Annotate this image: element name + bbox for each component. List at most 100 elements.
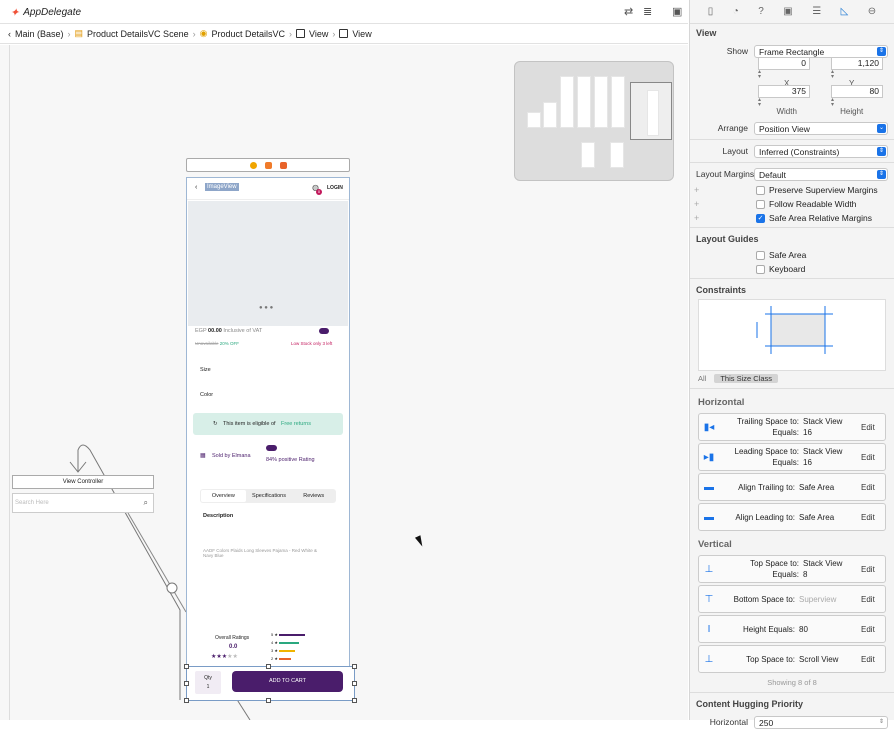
breadcrumb-vc[interactable]: Product DetailsVC [211,28,285,39]
exit-icon[interactable] [279,161,287,169]
layout-popup[interactable]: Inferred (Constraints)⇕ [754,144,888,158]
positive-rating: 84% positive Rating [266,457,315,463]
editor-topbar: ✦AppDelegate ⇄ ≣ ▣ [0,0,688,24]
view-icon [339,29,349,38]
login-link[interactable]: LOGIN [327,185,343,191]
image-slider[interactable]: ● ● ● [188,201,348,326]
tab-reviews[interactable]: Reviews [303,493,325,499]
height-stepper[interactable]: ▴▾ [831,97,835,109]
viewcontroller-icon[interactable] [249,161,257,169]
file-title[interactable]: ✦AppDelegate [10,7,82,19]
edit-button[interactable]: Edit [861,624,875,634]
top-space-icon: ⊥ [704,653,714,665]
height-field[interactable]: 80 [831,84,883,98]
edit-button[interactable]: Edit [861,422,875,432]
page-control[interactable]: ● ● ● [259,305,274,311]
margins-popup[interactable]: Default⇕ [754,167,888,181]
keyboard-guide-checkbox[interactable] [756,264,765,274]
bottom-space-icon: ⊤ [704,593,714,605]
variants-card: Size Color [193,357,343,409]
size-label: Size [200,367,211,373]
safe-area-guide-checkbox[interactable] [756,250,765,260]
edit-button[interactable]: Edit [861,654,875,664]
attributes-inspector-icon[interactable]: ☰ [812,6,822,17]
breadcrumb-view-2[interactable]: View [352,28,372,39]
breadcrumb-main[interactable]: Main (Base) [15,28,64,39]
connections-inspector-icon[interactable]: ⊖ [867,6,877,17]
tab-specifications[interactable]: Specifications [252,493,286,499]
scene-dock[interactable] [186,158,350,172]
size-inspector-icon[interactable]: ◺ [840,6,849,17]
align-trailing-icon: ▬ [704,481,714,493]
horizontal-header: Horizontal [698,397,745,408]
showing-count: Showing 8 of 8 [767,678,817,687]
width-stepper[interactable]: ▴▾ [758,97,762,109]
first-responder-icon[interactable] [264,161,272,169]
leading-constraint-icon: ▸▮ [703,451,715,463]
hugging-horizontal-field[interactable]: 250⇕ [754,715,888,729]
vertical-header: Vertical [698,539,732,550]
rating-value: 0.0 [229,644,238,650]
history-inspector-icon[interactable]: ◔ [732,6,739,17]
height-icon: I [707,623,711,635]
inspector-title: View [696,28,717,38]
align-leading-icon: ▬ [704,511,714,523]
help-inspector-icon[interactable]: ? [758,6,764,17]
breadcrumb-view-1[interactable]: View [308,28,329,39]
constraints-diagram[interactable] [698,299,886,371]
search-bar[interactable]: Search Here⌕ [12,493,154,513]
back-chevron-icon[interactable]: ‹ [8,28,11,39]
add-to-cart-button[interactable]: ADD TO CART [232,671,343,692]
show-popup[interactable]: Frame Rectangle⇕ [754,44,888,58]
rating-toggle[interactable] [266,445,277,451]
width-field[interactable]: 375 [758,84,810,98]
edit-button[interactable]: Edit [861,512,875,522]
y-field[interactable]: 1,120 [831,56,883,70]
free-returns-link[interactable]: Free returns [281,421,311,427]
segment-size-class[interactable]: This Size Class [714,374,779,383]
edit-button[interactable]: Edit [861,594,875,604]
preserve-margins-checkbox[interactable] [756,185,765,195]
cart-icon[interactable]: ◍ [312,183,319,192]
price-row: EGP 00.00 Inclusive of VAT [195,328,263,334]
refresh-icon[interactable]: ⇄ [624,6,634,18]
edit-button[interactable]: Edit [861,452,875,462]
cart-badge: 0 [316,189,322,195]
seller-name[interactable]: Sold by Elmana [212,453,251,459]
toggle-switch[interactable] [319,328,329,334]
store-icon: ▦ [200,453,206,459]
y-stepper[interactable]: ▴▾ [831,69,835,81]
breadcrumb-scene[interactable]: Product DetailsVC Scene [87,28,189,39]
view-controller-header[interactable]: View Controller [12,475,154,489]
file-inspector-icon[interactable]: ▯ [707,6,714,17]
readable-width-checkbox[interactable] [756,199,765,209]
rating-bars: 5 ★ 4 ★ 3 ★ 2 ★ [271,631,337,663]
return-icon: ↻ [213,421,218,427]
x-field[interactable]: 0 [758,56,810,70]
back-chevron-icon[interactable]: ‹ [195,184,198,191]
arrange-popup[interactable]: Position View⌄ [754,121,888,135]
lines-icon[interactable]: ≣ [643,6,653,18]
edit-button[interactable]: Edit [861,482,875,492]
minimap[interactable] [514,61,674,181]
x-stepper[interactable]: ▴▾ [758,69,762,81]
sidebar-toggle-icon[interactable]: ▣ [672,6,683,18]
identity-inspector-icon[interactable]: ▣ [783,6,793,17]
old-price: Unavailable 20% OFF [195,341,240,346]
tab-overview[interactable]: Overview [201,490,246,502]
edit-button[interactable]: Edit [861,564,875,574]
segment-all[interactable]: All [698,374,707,383]
description-title: Description [203,513,234,519]
safe-area-margins-checkbox[interactable]: ✓ [756,213,765,223]
